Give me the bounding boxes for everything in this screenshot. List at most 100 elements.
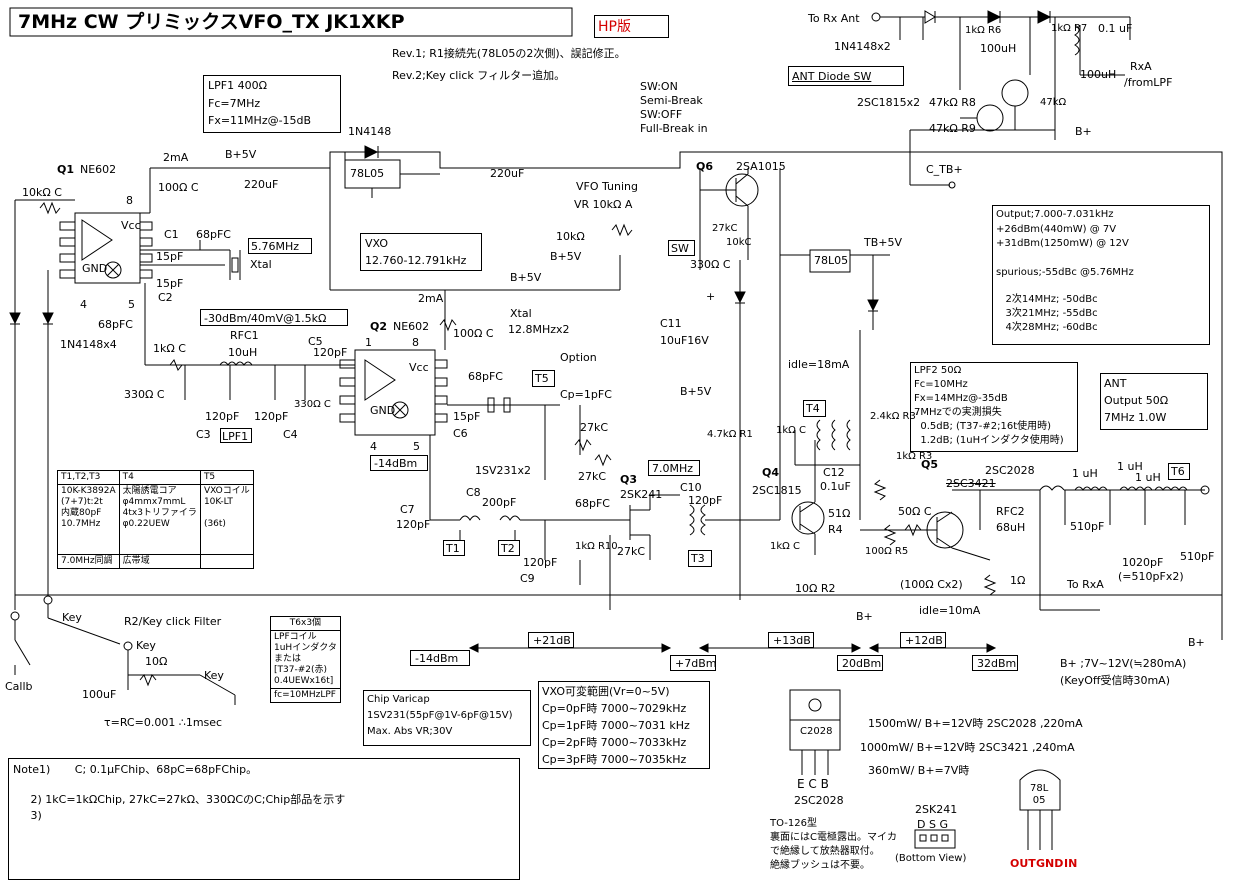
table-header: T4 [118,470,201,485]
resistor-label: 330Ω C [124,388,165,401]
resistor-label: 10kΩ C [22,186,62,199]
inductor-label: 68uH [996,521,1026,534]
cap-label: (=510pFx2) [1118,570,1184,583]
resistor-label: R4 [828,523,843,536]
t2-label: T2 [501,542,515,555]
level-box: +13dB [768,632,814,648]
q6-label: Q6 [696,160,714,173]
resistor-label: 27kC [580,421,609,434]
level-box: +21dB [528,632,574,648]
output-spec-line: 2次14MHz; -50dBc [996,294,1098,305]
resistor-label: 1kΩ C [153,342,186,355]
resistor-label: 330Ω C [294,399,331,410]
q4-part: 2SC1815 [752,484,802,497]
table-cell: LPFコイル 1uHインダクタ または [T37-#2(赤) 0.4UEWx16… [270,630,341,689]
vxo-spec-box: VXO 12.760-12.791kHz [360,233,482,271]
vxo-range-line: Cp=3pF時 7000~7035kHz [542,753,687,766]
ctb-label: C_TB+ [926,163,963,176]
pin-label: 8 [412,336,419,349]
q4-label: Q4 [762,466,780,479]
q2-part: NE602 [393,320,430,333]
resistor-label: 27kC [617,545,646,558]
lpf2-spec-line: Fc=10MHz [914,379,968,390]
supply-label: B+5V [225,148,257,161]
cap-label: 15pF [156,250,184,263]
regulator-label: 78L05 [350,167,385,180]
key-label: Key [62,611,82,624]
c2028-mark: C2028 [800,726,833,737]
q5-part: 2SC2028 [985,464,1035,477]
resistor-label: 4.7kΩ R1 [707,429,753,440]
hp-badge: HP版 [598,19,631,35]
output-spec-line: spurious;-55dBc @5.76MHz [996,267,1134,278]
sw-frame[interactable]: SW [668,240,695,256]
lpf2-spec-line: 7MHzでの実測損失 [914,407,1002,418]
resistor-label: 100Ω R5 [865,546,909,557]
t4-label: T4 [806,402,820,415]
78l05-out: OUT [1010,857,1036,870]
cap-label: 120pF [313,346,348,359]
table-cell [199,554,254,569]
cap-label: C10 [680,481,702,494]
resistor-label: 50Ω C [898,505,932,518]
varicap-label: 1SV231x2 [475,464,532,477]
rfc-label: RFC1 [230,329,259,342]
cap-label: 120pF [205,410,240,423]
vfo-tuning-label: VFO Tuning [576,180,639,193]
cap-label: C8 [466,486,481,499]
cap-label: 1020pF [1122,556,1164,569]
chip-varicap-box: Chip Varicap 1SV231(55pF@1V-6pF@15V) Max… [363,690,531,746]
level-frame: -30dBm/40mV@1.5kΩ [200,309,348,326]
cap-label: 68pFC [468,370,503,383]
diode-label: 1N4148x2 [834,40,891,53]
t6-label: T6 [1171,465,1185,478]
resistor-label: 1kΩ C [776,425,806,436]
inductor-label: 1 uH [1072,467,1098,480]
ant-output-line: 7MHz 1.0W [1104,411,1167,424]
rxa-from-label: /fromLPF [1124,76,1173,89]
regulator-label: 78L05 [814,254,849,267]
resistor-label: 27kC [578,470,607,483]
sw-label[interactable]: SW [671,242,689,255]
cap-label: C7 [400,503,415,516]
inductor-label: 10uH [228,346,258,359]
xtal-label: Xtal [250,258,272,271]
c2028-note: で絶縁して放熱器取付。 [770,846,880,857]
to-rx-ant-label: To Rx Ant [808,12,860,25]
t1-frame: T1 [443,540,465,556]
cap-label: 10uF16V [660,334,709,347]
table-cell: 10K-K3892A (7+7)t:2t 内蔵80pF 10.7MHz [57,484,120,555]
output-spec-line: 4次28MHz; -60dBc [996,322,1098,333]
cap-label: C5 [308,335,323,348]
lpf1-spec-line: LPF1 400Ω [208,79,267,92]
lpf2-spec-line: 1.2dB; (1uHインダクタ使用時) [914,435,1064,446]
key-filter-title: R2/Key click Filter [124,615,222,628]
ant-output-line: ANT [1104,377,1127,390]
xtal-label: 12.8MHzx2 [508,323,570,336]
c2028-pins: E C B [797,777,829,791]
vxo-spec-line: VXO [365,237,389,250]
power-line: 1000mW/ B+=12V時 2SC3421 ,240mA [860,741,1075,754]
hp-badge-frame: HP版 [594,15,669,38]
cap-label: 510pF [1180,550,1215,563]
cap-label: 0.1uF [820,480,851,493]
idle-label: idle=10mA [919,604,981,617]
t1-label: T1 [446,542,460,555]
note-line: 3) [13,809,42,822]
inductor-label: 100uH [980,42,1017,55]
inductor-label: 1 uH [1135,471,1161,484]
78l05-mark: 78L 05 [1030,783,1049,806]
cap-label: 100uF [82,688,117,701]
lpf1-frame: LPF1 [220,428,252,443]
table-cell: fc=10MHzLPF [270,688,341,703]
q1-label: Q1 [57,163,75,176]
q3-label: Q3 [620,473,638,486]
note-line: 2) 1kC=1kΩChip, 27kC=27kΩ、330ΩCのC;Chip部品… [13,793,346,806]
cap-label: C3 [196,428,211,441]
table-header: T5 [199,470,254,485]
ant-sw-frame: ANT Diode SW [788,66,904,86]
vxo-spec-line: 12.760-12.791kHz [365,254,467,267]
ant-output-box: ANT Output 50Ω 7MHz 1.0W [1100,373,1208,430]
output-spec-line: +26dBm(440mW) @ 7V [996,224,1117,235]
